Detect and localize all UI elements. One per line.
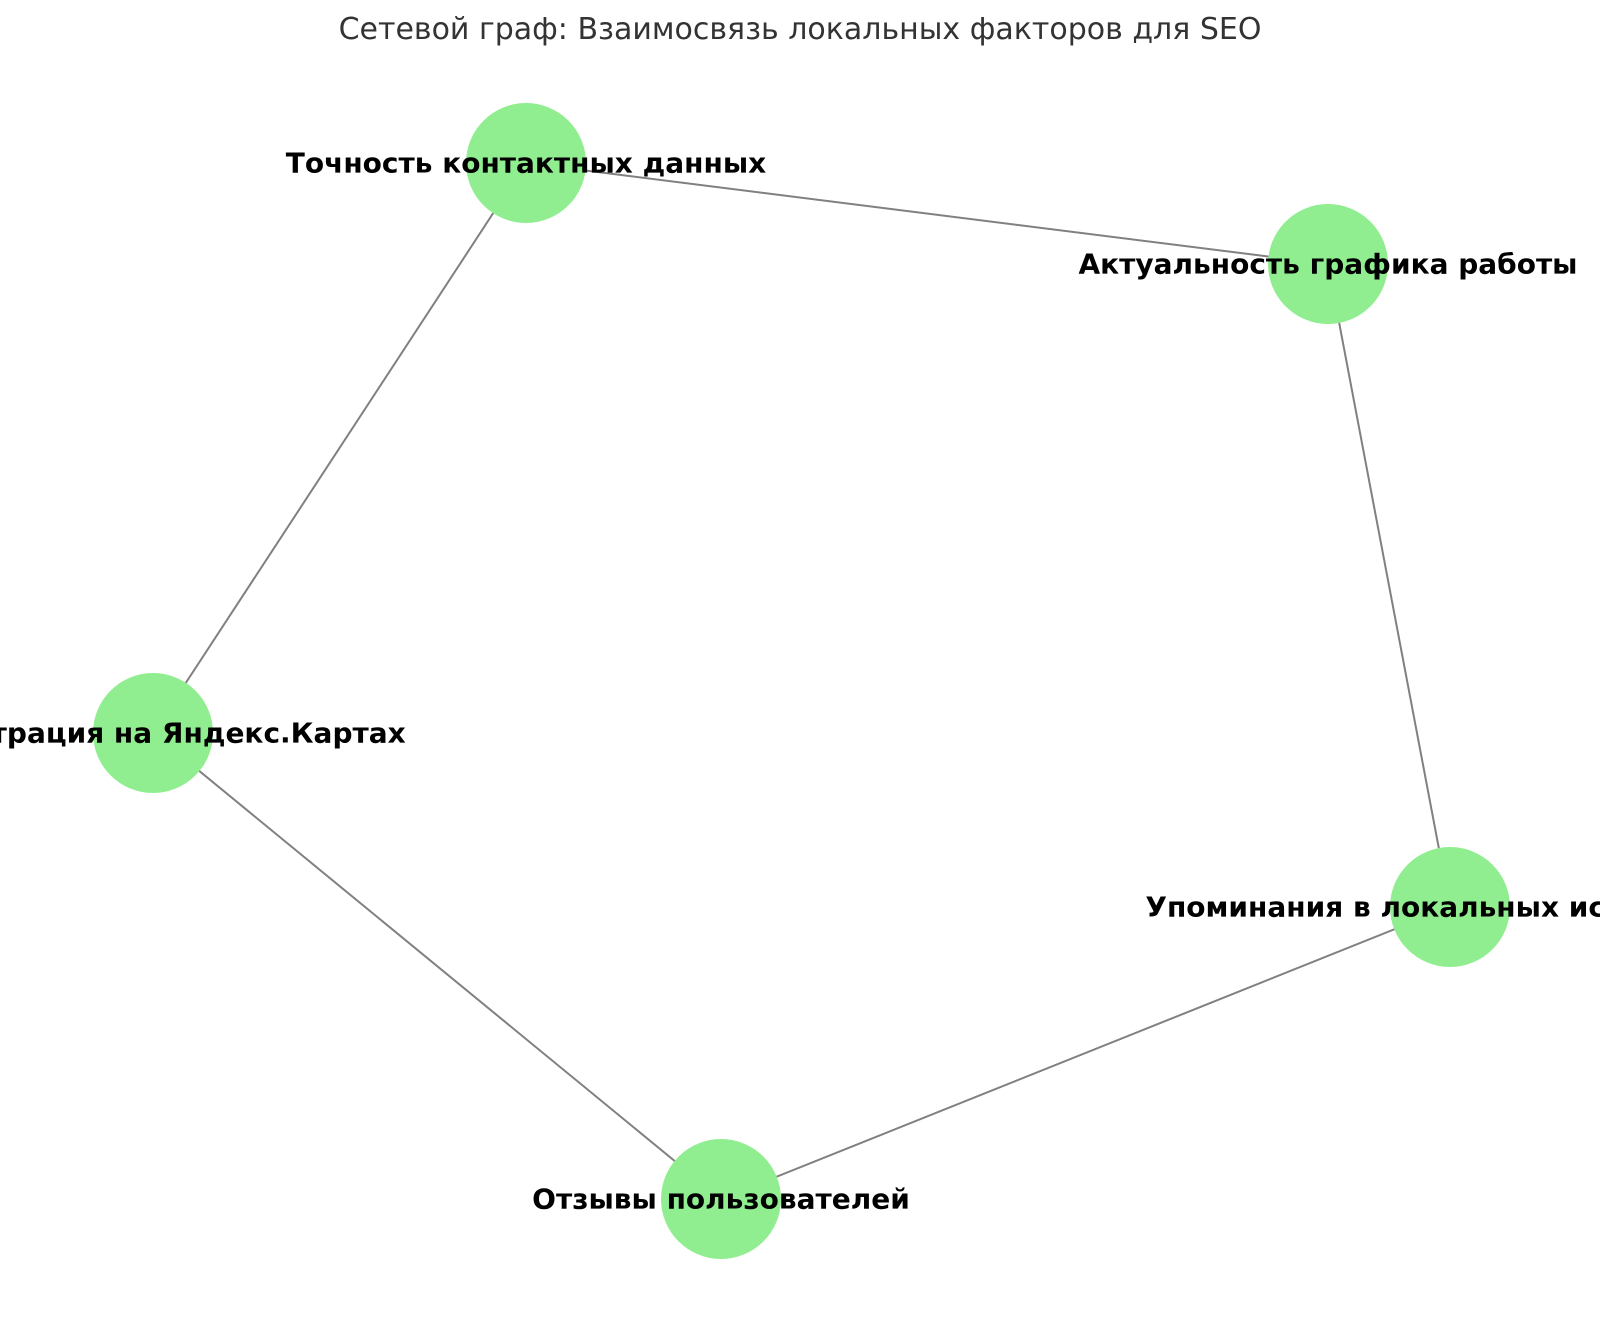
node-label-schedule-relevance: Актуальность графика работы xyxy=(1078,248,1577,281)
edge-contact-data-accuracy--yandex-maps-registration xyxy=(152,162,527,734)
node-yandex-maps-registration xyxy=(93,673,213,793)
edge-local-sources-mentions--user-reviews xyxy=(720,906,1451,1200)
node-label-contact-data-accuracy: Точность контактных данных xyxy=(286,147,766,180)
node-label-user-reviews: Отзывы пользователей xyxy=(532,1183,910,1216)
edge-schedule-relevance--local-sources-mentions xyxy=(1327,263,1451,908)
edge-yandex-maps-registration--user-reviews xyxy=(152,732,722,1200)
node-label-local-sources-mentions: Упоминания в локальных источниках xyxy=(1145,891,1600,924)
node-contact-data-accuracy xyxy=(466,103,586,223)
edge-contact-data-accuracy--schedule-relevance xyxy=(525,162,1329,265)
node-local-sources-mentions xyxy=(1390,847,1510,967)
node-user-reviews xyxy=(661,1139,781,1259)
node-schedule-relevance xyxy=(1268,204,1388,324)
node-label-yandex-maps-registration: Регистрация на Яндекс.Картах xyxy=(0,717,406,750)
chart-title: Сетевой граф: Взаимосвязь локальных факт… xyxy=(338,12,1262,47)
